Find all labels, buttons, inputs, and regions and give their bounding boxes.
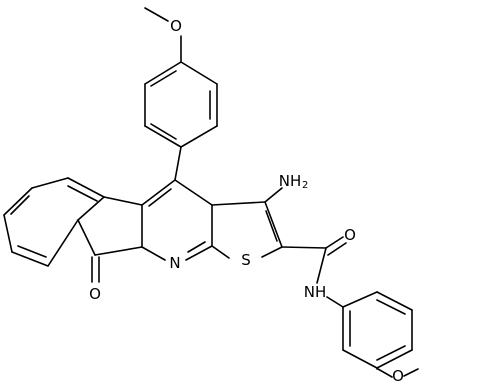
amino-bond [264, 187, 283, 203]
amide-link-bond [326, 296, 344, 308]
amino-label: NH [279, 172, 302, 190]
benzo-ring [3, 177, 105, 267]
carboxamide-group [281, 236, 347, 284]
pyridine-ring [141, 179, 213, 261]
aryl-link-bond [174, 146, 182, 181]
thiophene-sulfur-label: S [241, 251, 251, 269]
pyridine-nitrogen-label: N [169, 254, 180, 272]
amino-subscript: 2 [302, 180, 308, 191]
thiophene-ring [211, 201, 283, 259]
amide-nh-label: NH [304, 283, 327, 301]
ketone-group [91, 256, 100, 283]
bottom-anisyl-ring [342, 291, 413, 369]
ketone-oxygen-label: O [89, 285, 101, 303]
bottom-methoxy-group [376, 367, 419, 378]
methoxy-oxygen-bottom-label: O [392, 367, 404, 385]
top-anisyl-ring [144, 61, 218, 148]
amide-oxygen-label: O [344, 226, 356, 244]
top-methoxy-group [144, 7, 182, 63]
indene-five-ring [77, 196, 143, 256]
methoxy-oxygen-top-label: O [170, 17, 182, 35]
